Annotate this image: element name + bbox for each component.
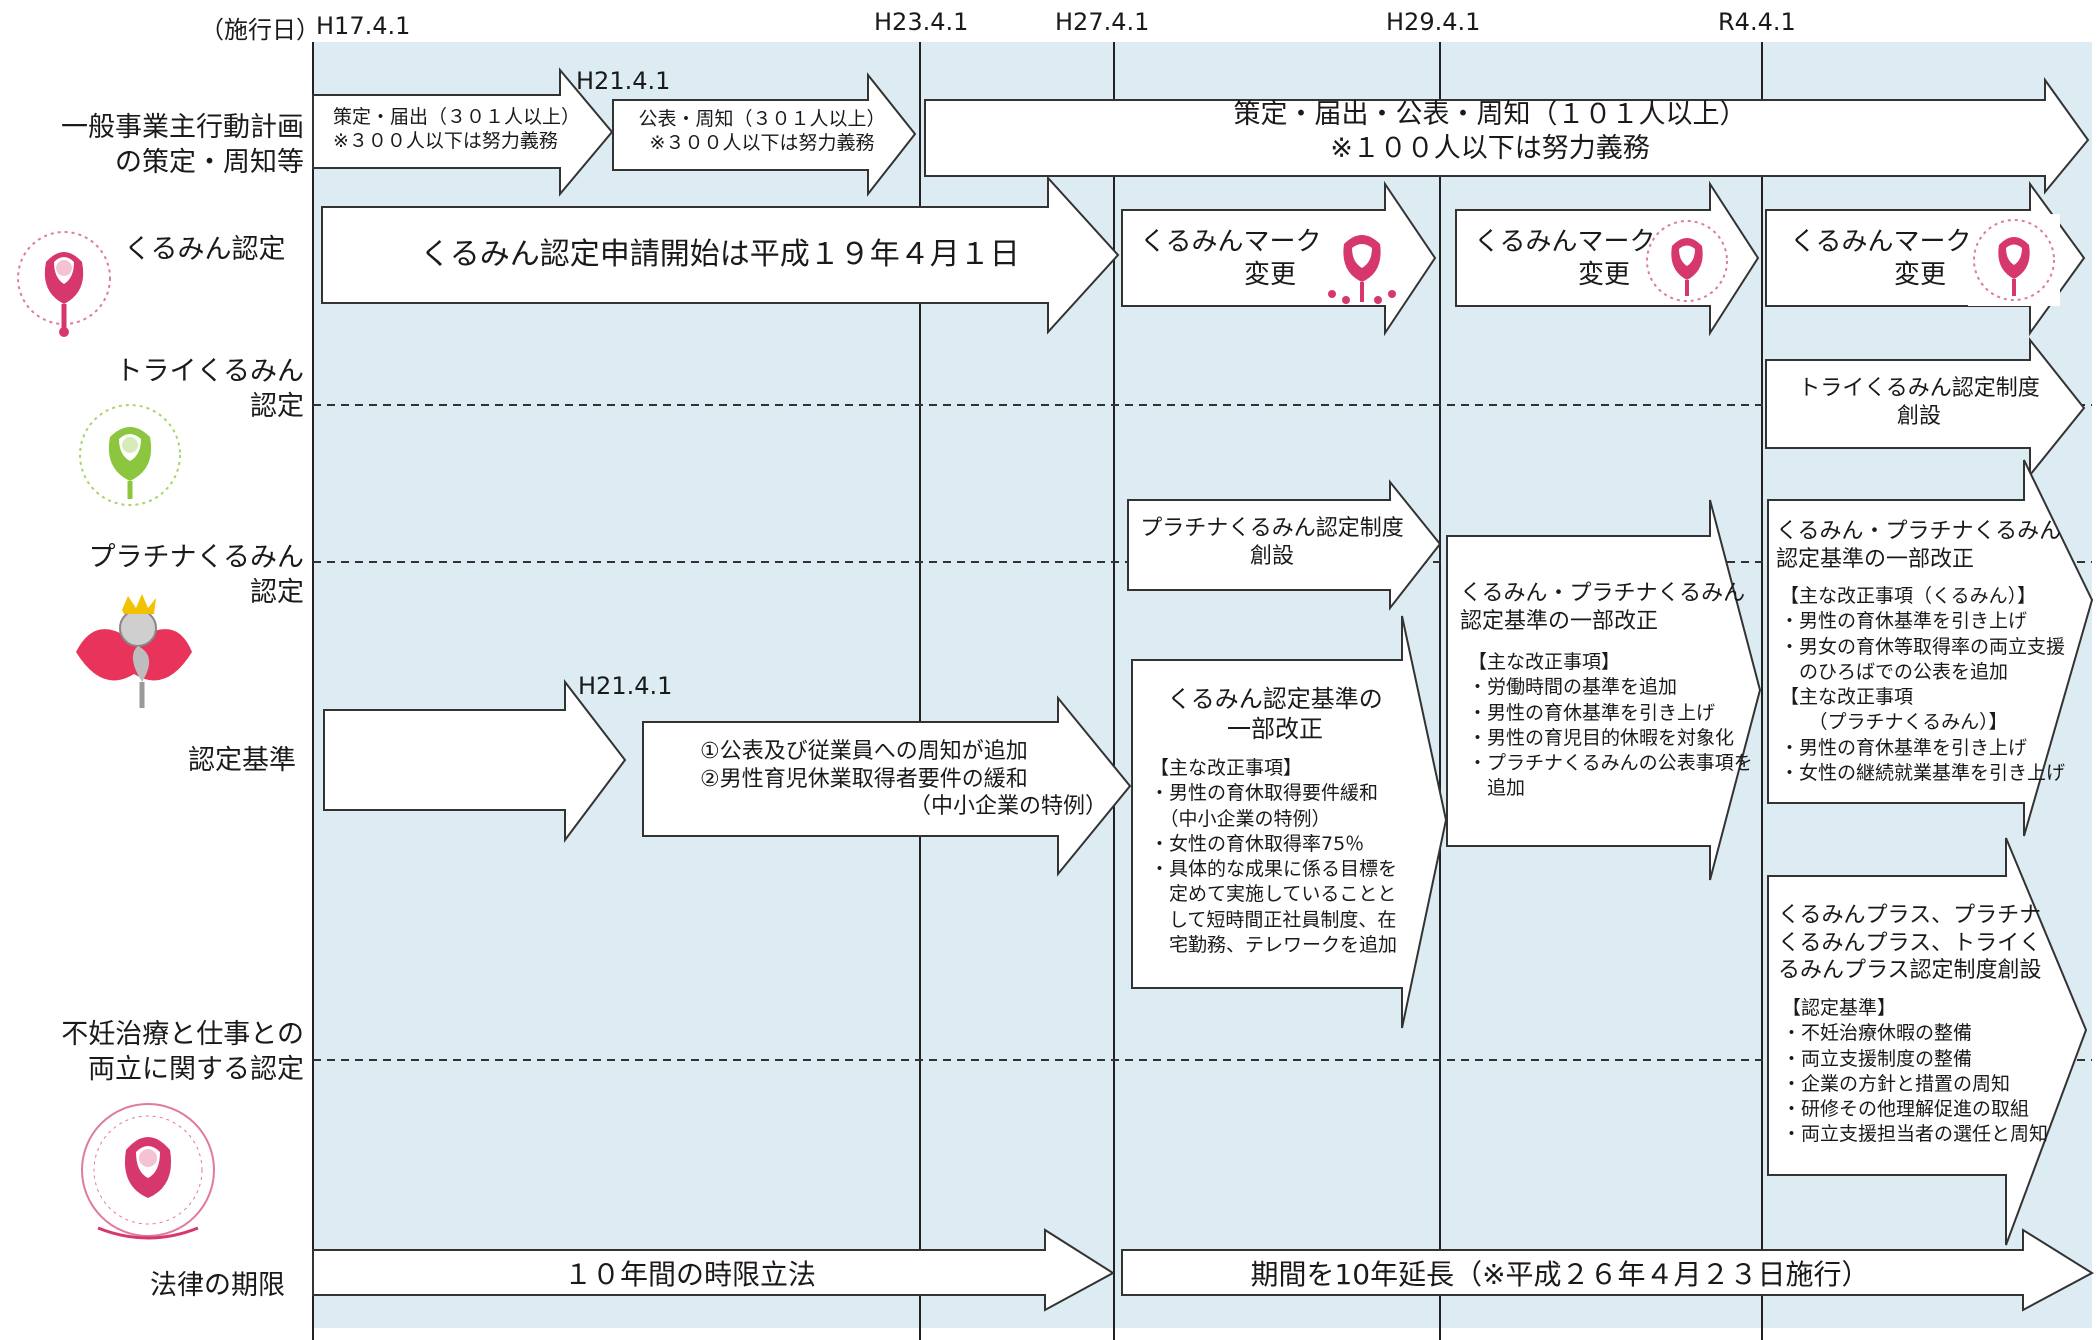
date-h21-criteria: H21.4.1 <box>578 672 673 700</box>
date-h21-top: H21.4.1 <box>576 67 671 95</box>
period-2-text: 期間を10年延長（※平成２６年４月２３日施行） <box>1250 1258 1870 1291</box>
criteria-h29-title: くるみん・プラチナくるみん 認定基準の一部改正 <box>1460 581 1746 634</box>
tri-kurumin-2023-logo <box>79 404 181 506</box>
arrow-criteria-h29 <box>1446 499 1762 881</box>
arrow-criteria-h27 <box>1131 615 1448 1029</box>
plus-create-title: くるみんプラス、プラチナ くるみんプラス、トライく るみんプラス認定制度創設 <box>1778 903 2042 983</box>
plan-2-text: 公表・周知（３０１人以上） ※３００人以下は努力義務 <box>638 108 886 154</box>
kurumin-2023-logo <box>17 231 111 337</box>
row-label-period: 法律の期限 <box>150 1270 285 1301</box>
arrow-plan-2 <box>612 72 917 197</box>
arrow-period-1 <box>312 1228 1115 1312</box>
criteria-h27-body: 【主な改正事項】 ・男性の育休取得要件緩和 （中小企業の特例） ・女性の育休取得… <box>1150 757 1398 956</box>
criteria-r4-body: 【主な改正事項（くるみん）】 ・男性の育休基準を引き上げ ・男女の育休等取得率の… <box>1780 585 2066 784</box>
row-label-kurumin: くるみん認定 <box>124 234 286 265</box>
date-h23: H23.4.1 <box>874 8 969 36</box>
arrow-platinum-create <box>1127 479 1442 611</box>
arrow-criteria-r4 <box>1767 459 2094 837</box>
row-label-platinum: プラチナくるみん 認定 <box>88 542 304 609</box>
arrow-criteria-1 <box>323 679 627 843</box>
row-label-criteria: 認定基準 <box>188 745 296 776</box>
kurumin-mark-2015-icon <box>1328 235 1396 304</box>
row-label-tri: トライくるみん 認定 <box>115 356 304 423</box>
plan-1-text: 策定・届出（３０１人以上） ※３００人以下は努力義務 <box>333 106 581 152</box>
plan-3-text: 策定・届出・公表・周知（１０１人以上） ※１００人以下は努力義務 <box>1233 99 1747 164</box>
arrow-criteria-2 <box>642 695 1132 877</box>
header-label: （施行日） <box>200 16 320 44</box>
platinum-kurumin-logo <box>76 594 192 708</box>
arrow-plus-create <box>1767 837 2088 1246</box>
mark-change-1-text: くるみんマーク 変更 <box>1140 227 1322 290</box>
kurumin-mark-2022-icon <box>1968 214 2060 306</box>
kurumin-mark-2017-icon <box>1646 220 1728 302</box>
arrow-plan-3 <box>924 76 2090 195</box>
arrow-period-2 <box>1121 1228 2094 1312</box>
period-1-text: １０年間の時限立法 <box>563 1258 816 1291</box>
date-h17: H17.4.1 <box>316 12 411 40</box>
mark-change-3-text: くるみんマーク 変更 <box>1790 227 1972 290</box>
kurumin-plus-2023-logo <box>58 1090 236 1260</box>
plus-create-body: 【認定基準】 ・不妊治療休暇の整備 ・両立支援制度の整備 ・企業の方針と措置の周… <box>1782 997 2049 1146</box>
mark-change-2-text: くるみんマーク 変更 <box>1474 227 1656 290</box>
arrow-mark-change-1 <box>1121 180 1437 337</box>
criteria-h29-body: 【主な改正事項】 ・労働時間の基準を追加 ・男性の育休基準を引き上げ ・男性の育… <box>1468 651 1753 800</box>
date-h29: H29.4.1 <box>1386 8 1481 36</box>
platinum-create-text: プラチナくるみん認定制度 創設 <box>1140 516 1404 569</box>
arrow-plan-1 <box>312 67 614 197</box>
date-h27: H27.4.1 <box>1055 8 1150 36</box>
kurumin-start-text: くるみん認定申請開始は平成１９年４月１日 <box>420 237 1020 272</box>
criteria-h27-title: くるみん認定基準の 一部改正 <box>1167 685 1383 743</box>
row-label-action-plan: 一般事業主行動計画 の策定・周知等 <box>61 112 304 179</box>
criteria-2-text: ①公表及び従業員への周知が追加 ②男性育児休業取得者要件の緩和 （中小企業の特例… <box>700 739 1108 819</box>
arrow-tri-create <box>1765 337 2086 478</box>
arrow-kurumin-start <box>321 175 1120 335</box>
tri-create-text: トライくるみん認定制度 創設 <box>1798 376 2040 429</box>
row-label-fertility: 不妊治療と仕事との 両立に関する認定 <box>61 1019 304 1086</box>
date-r4: R4.4.1 <box>1718 8 1796 36</box>
criteria-r4-title: くるみん・プラチナくるみん 認定基準の一部改正 <box>1776 519 2062 572</box>
